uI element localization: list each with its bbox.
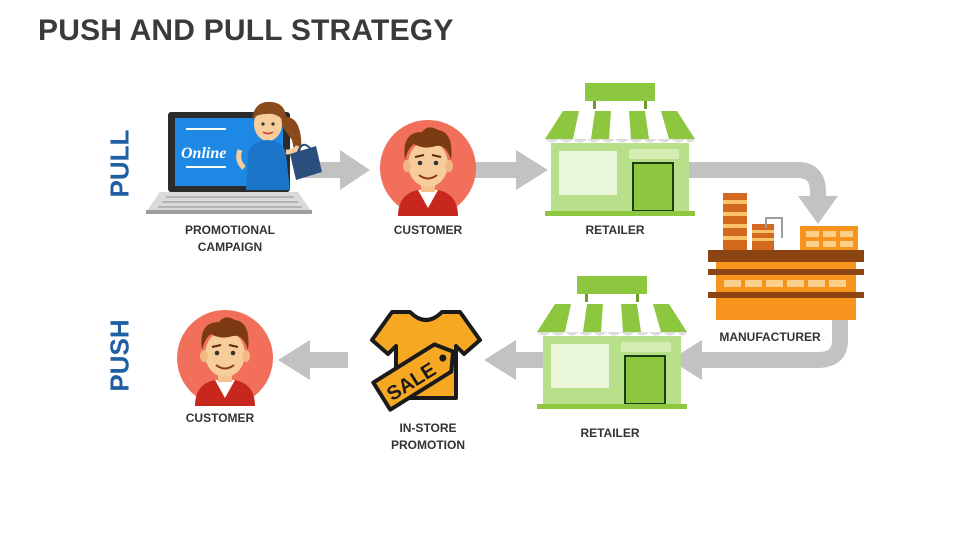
retailer-push-caption: RETAILER: [580, 426, 640, 440]
online-screen-text: Online: [181, 145, 226, 162]
customer-push-caption: CUSTOMER: [185, 411, 255, 425]
retailer-push-store-icon: [536, 275, 688, 410]
in-store-promotion-caption: IN-STORE PROMOTION: [368, 420, 488, 454]
retailer-pull-store-icon: [544, 82, 696, 217]
woman-shopper-icon: [236, 101, 322, 190]
caption-line: PROMOTION: [391, 438, 465, 452]
customer-pull-avatar: [379, 119, 477, 217]
customer-push-avatar: [176, 309, 274, 407]
customer-pull-caption: CUSTOMER: [393, 223, 463, 237]
arrow-customer-to-retailer: [474, 150, 548, 190]
arrow-manufacturer-to-retailer: [670, 318, 848, 380]
promotional-campaign-caption: PROMOTIONAL CAMPAIGN: [160, 222, 300, 256]
caption-line: IN-STORE: [399, 421, 457, 435]
arrow-promotion-to-customer: [278, 340, 348, 380]
retailer-pull-caption: RETAILER: [585, 223, 645, 237]
factory-icon: [708, 193, 864, 320]
arrow-retailer-to-manufacturer: [672, 162, 838, 224]
caption-line: CAMPAIGN: [197, 240, 263, 254]
caption-line: PROMOTIONAL: [185, 223, 275, 237]
manufacturer-caption: MANUFACTURER: [719, 330, 821, 344]
page-title: PUSH AND PULL STRATEGY: [38, 14, 454, 47]
sale-shirt-icon: SALE: [370, 310, 482, 412]
